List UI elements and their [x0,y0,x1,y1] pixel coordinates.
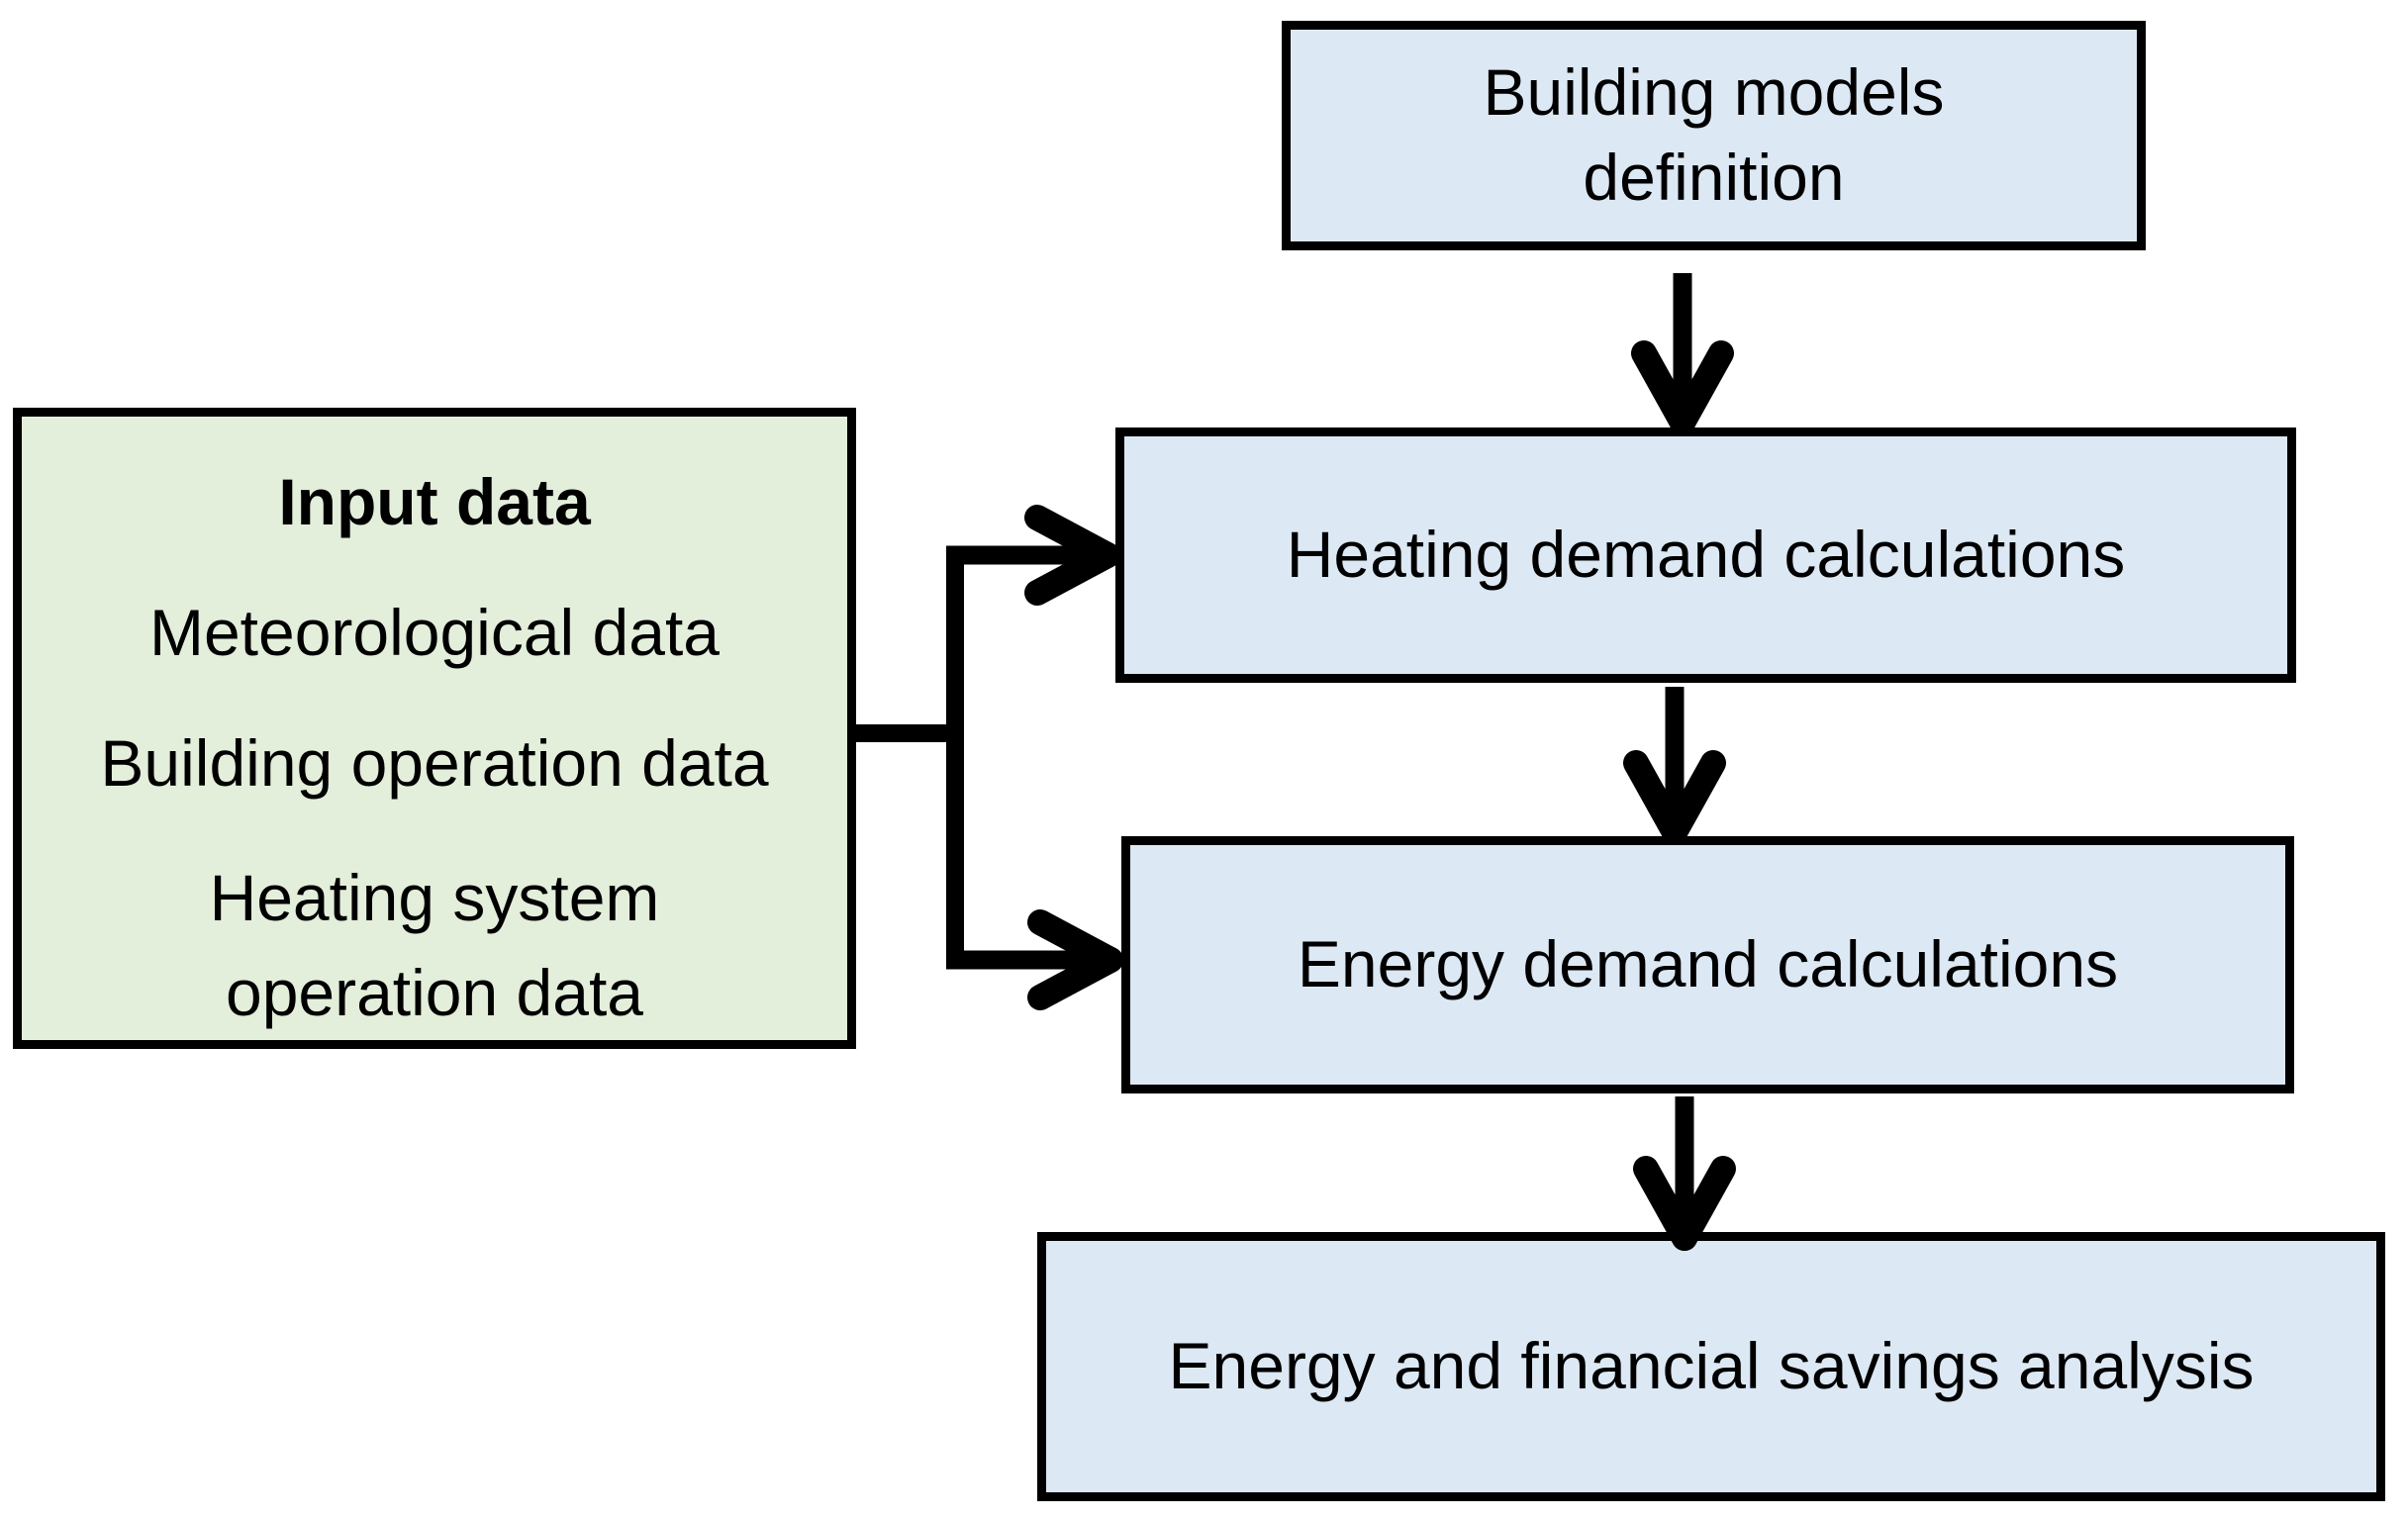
input-branch-connector [851,546,964,969]
energy-demand-box: Energy demand calculations [1121,836,2294,1093]
building-models-box: Building models definition [1282,21,2146,250]
input-data-item-building-operation: Building operation data [100,725,769,800]
heating-demand-box: Heating demand calculations [1115,428,2296,683]
input-data-title: Input data [278,465,591,538]
input-data-box: Input data Meteorological data Building … [13,408,856,1049]
arrow-models-to-heating-icon [1631,273,1734,435]
arrow-input-to-energy-icon [946,909,1123,1010]
arrow-heating-to-energy-icon [1623,687,1726,845]
input-data-item-meteorological: Meteorological data [148,595,721,669]
savings-analysis-box: Energy and financial savings analysis [1037,1232,2385,1501]
arrow-input-to-heating-icon [946,505,1120,606]
input-data-item-heating-system-operation: Heating system operation data [209,861,660,1030]
arrow-energy-to-savings-icon [1633,1096,1736,1251]
